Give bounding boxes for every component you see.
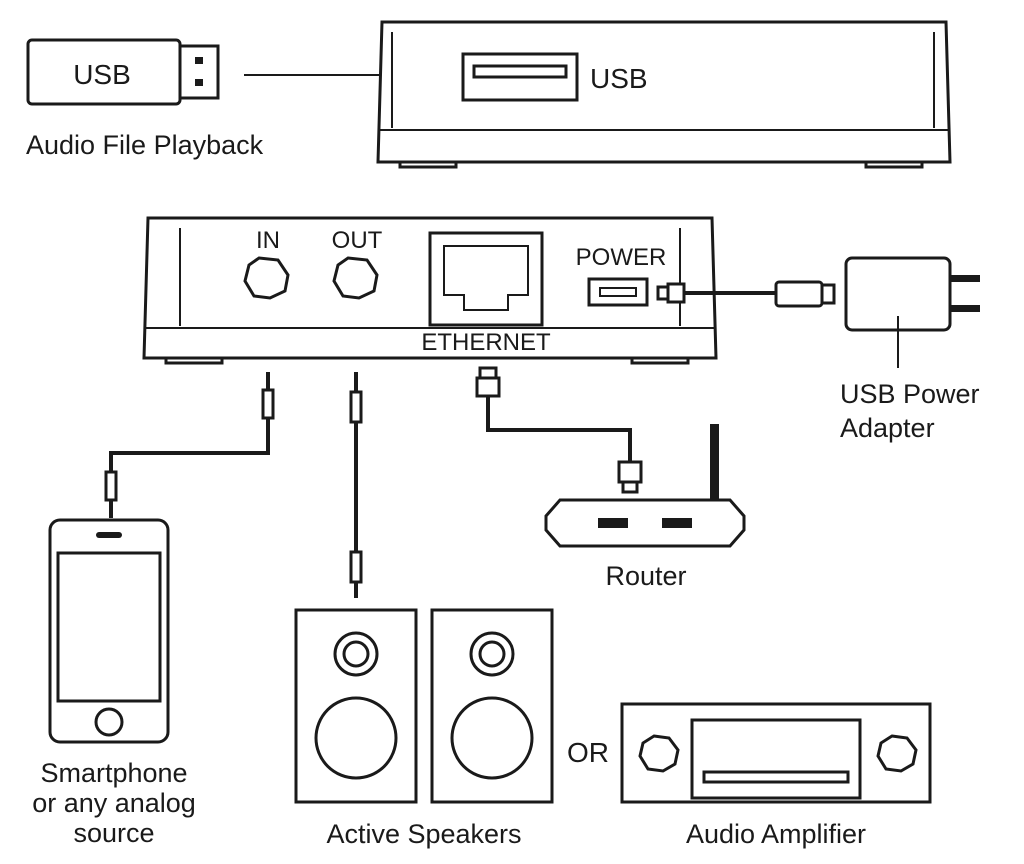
router: [544, 424, 746, 548]
usb-stick: USB: [26, 38, 220, 106]
smartphone-label-3: source: [73, 818, 154, 848]
in-jack: [243, 256, 290, 300]
usb-power-adapter-label-1: USB Power: [840, 379, 980, 409]
usb-stick-label: USB: [73, 59, 131, 90]
usb-port-label: USB: [590, 63, 648, 94]
audio-amplifier: [620, 702, 932, 804]
device-back-panel: IN OUT ETHERNET POWER: [142, 216, 718, 365]
smartphone-label-1: Smartphone: [40, 758, 187, 788]
smartphone-label-2: or any analog: [32, 788, 196, 818]
out-label: OUT: [332, 227, 383, 254]
device-front-view: USB: [376, 20, 952, 169]
in-label: IN: [256, 227, 280, 254]
usb-power-adapter-label-2: Adapter: [840, 413, 935, 443]
usb-power-adapter: [844, 256, 980, 368]
out-jack: [332, 256, 379, 300]
power-label: POWER: [576, 244, 667, 271]
audio-out-cable: [349, 372, 363, 598]
audio-amplifier-label: Audio Amplifier: [686, 819, 866, 849]
ethernet-cable: [475, 366, 643, 494]
audio-file-playback-label: Audio File Playback: [26, 130, 264, 160]
ethernet-port: [428, 231, 544, 327]
smartphone: [48, 518, 170, 744]
active-speakers-label: Active Speakers: [326, 819, 521, 849]
power-cable: [656, 280, 836, 308]
active-speaker-right: [430, 608, 554, 804]
router-label: Router: [605, 561, 686, 591]
or-label: OR: [567, 737, 609, 768]
ethernet-label: ETHERNET: [421, 329, 551, 356]
active-speaker-left: [294, 608, 418, 804]
audio-in-cable: [104, 372, 275, 518]
